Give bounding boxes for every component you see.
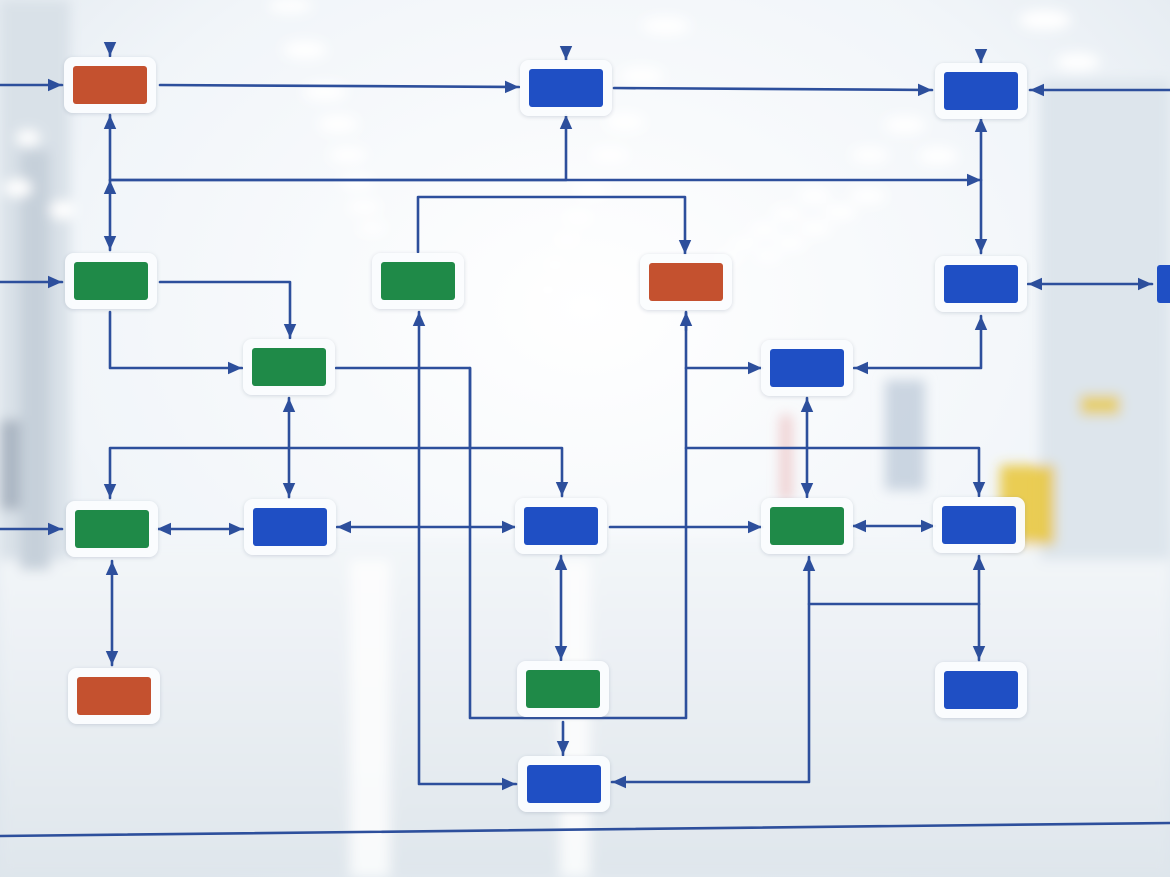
node-n4[interactable] <box>65 253 157 309</box>
node-n16[interactable] <box>68 668 160 724</box>
node-n2[interactable] <box>520 60 612 116</box>
connector-n7-to-n8 <box>852 314 988 375</box>
node-n9[interactable] <box>243 339 335 395</box>
node-n14[interactable] <box>761 498 853 554</box>
node-n8[interactable] <box>761 340 853 396</box>
node-box-blue <box>529 69 603 107</box>
node-box-blue <box>944 265 1018 303</box>
node-box-red <box>73 66 147 104</box>
node-box-green <box>252 348 326 386</box>
node-box-blue <box>527 765 601 803</box>
connector-extra-1 <box>468 311 688 720</box>
connector-extra-5 <box>0 821 1170 838</box>
connector-n4-to-n9 <box>158 280 297 340</box>
node-n5[interactable] <box>372 253 464 309</box>
process-nodes <box>64 57 1170 812</box>
node-n3[interactable] <box>935 63 1027 119</box>
node-box-green <box>74 262 148 300</box>
connector-n14-to-n18 <box>610 602 811 789</box>
node-box-blue <box>253 508 327 546</box>
node-box-green <box>526 670 600 708</box>
node-n17[interactable] <box>517 661 609 717</box>
connector-n12-to-n13 <box>468 446 569 498</box>
node-box-red <box>649 263 723 301</box>
node-n18[interactable] <box>518 756 610 812</box>
node-n19[interactable] <box>935 662 1027 718</box>
node-offscreen-right[interactable] <box>1157 265 1170 303</box>
node-n6[interactable] <box>640 254 732 310</box>
connector-n1-to-n2 <box>158 80 521 94</box>
connector-lines <box>0 41 1170 838</box>
node-box-red <box>77 677 151 715</box>
connector-n5-to-n6 <box>416 195 692 256</box>
connector-n18-to-n5 <box>412 310 518 791</box>
node-box-green <box>75 510 149 548</box>
node-box-blue <box>524 507 598 545</box>
node-n15[interactable] <box>933 497 1025 553</box>
node-n1[interactable] <box>64 57 156 113</box>
node-box-blue <box>944 671 1018 709</box>
node-box-blue <box>944 72 1018 110</box>
connector-n4-to-n9 <box>108 310 244 375</box>
connector-n6-to-n15 <box>684 446 986 498</box>
node-n10[interactable] <box>244 499 336 555</box>
node-box-green <box>381 262 455 300</box>
node-box-blue <box>942 506 1016 544</box>
node-n11[interactable] <box>66 501 158 557</box>
node-box-blue <box>770 349 844 387</box>
node-box-green <box>770 507 844 545</box>
node-n12[interactable] <box>515 498 607 554</box>
connector-n2-to-n3 <box>612 83 934 97</box>
node-n7[interactable] <box>935 256 1027 312</box>
